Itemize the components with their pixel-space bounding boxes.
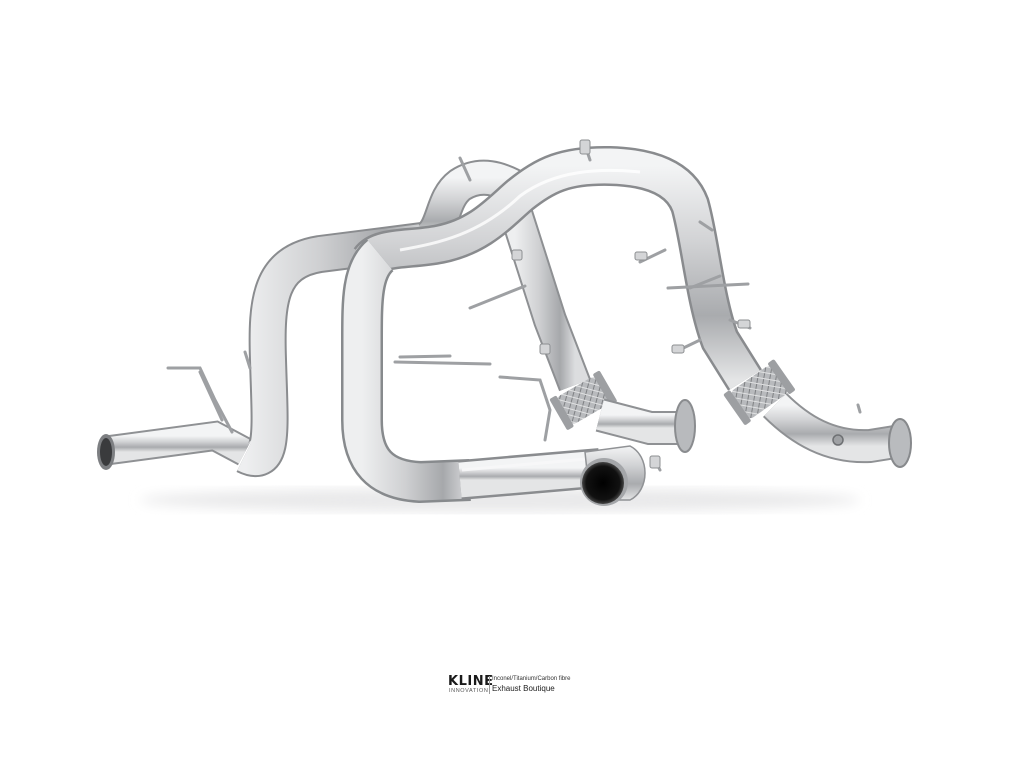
left-outlet-pipe	[108, 422, 252, 464]
right-collector	[764, 394, 898, 462]
brand-subtitle: INNOVATION	[449, 688, 489, 694]
brand-tagline: Exhaust Boutique	[492, 684, 555, 693]
center-inlet-flange	[674, 399, 696, 453]
right-flex-joint	[723, 359, 795, 425]
center-down-pipe	[500, 205, 590, 391]
center-collector	[596, 400, 680, 443]
bracket-tabs	[511, 139, 751, 469]
hanger-brackets	[166, 143, 862, 472]
logo-divider	[489, 676, 490, 694]
brand-wordmark: KLINE	[448, 674, 494, 689]
ground-shadow	[140, 488, 860, 512]
front-drop-pipe	[343, 240, 471, 501]
center-flex-joint	[549, 371, 617, 430]
o2-sensor-bung	[832, 434, 844, 446]
front-main-pipe	[355, 148, 760, 390]
left-s-bend	[237, 223, 433, 475]
brand-materials: Inconel/Titanium/Carbon fibre	[492, 676, 571, 682]
left-outlet-opening	[100, 438, 112, 466]
exhaust-tip-opening	[582, 462, 624, 504]
tail-pipe-highlight	[461, 456, 599, 472]
brand-logo: KLINE INNOVATION Inconel/Titanium/Carbon…	[448, 675, 588, 697]
right-inlet-flange	[888, 418, 912, 468]
front-main-pipe-highlight	[399, 168, 641, 252]
bottom-tail-pipe	[458, 450, 602, 498]
